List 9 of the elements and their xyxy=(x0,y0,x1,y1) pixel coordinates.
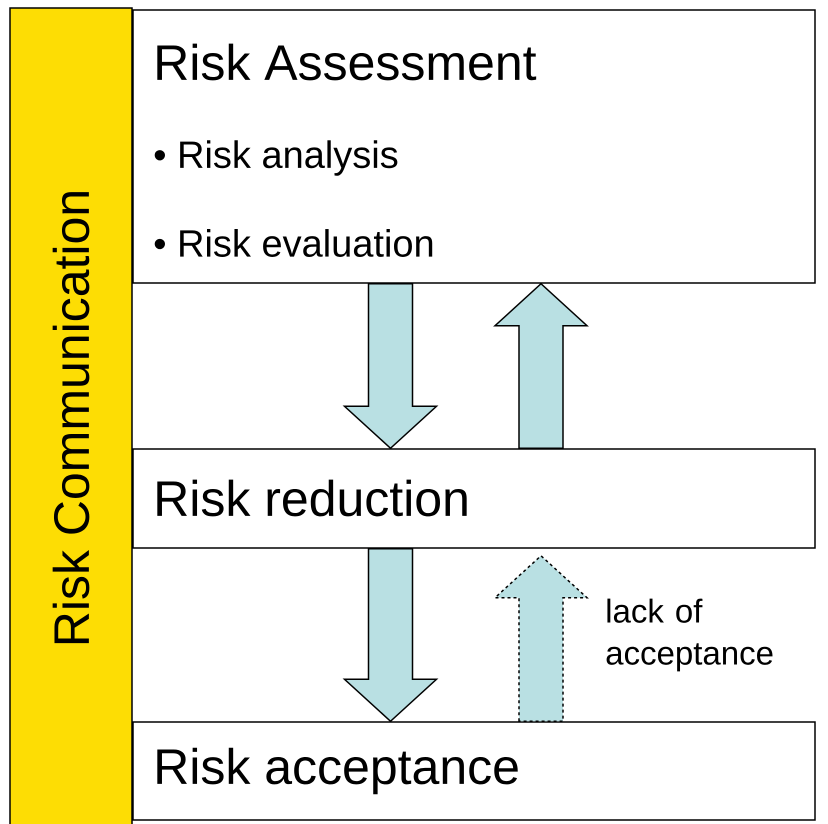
process-box: Risk reduction xyxy=(132,448,816,549)
block-arrow xyxy=(493,282,589,449)
process-box: Risk Assessment • Risk analysis • Risk evaluation xyxy=(132,9,816,284)
edge-label: lack of acceptance xyxy=(606,598,772,672)
block-arrow xyxy=(342,283,438,450)
side-band: Risk Communication xyxy=(9,7,133,824)
process-box: Risk acceptance xyxy=(132,721,816,821)
block-arrow xyxy=(342,548,438,722)
block-arrow xyxy=(493,554,589,722)
